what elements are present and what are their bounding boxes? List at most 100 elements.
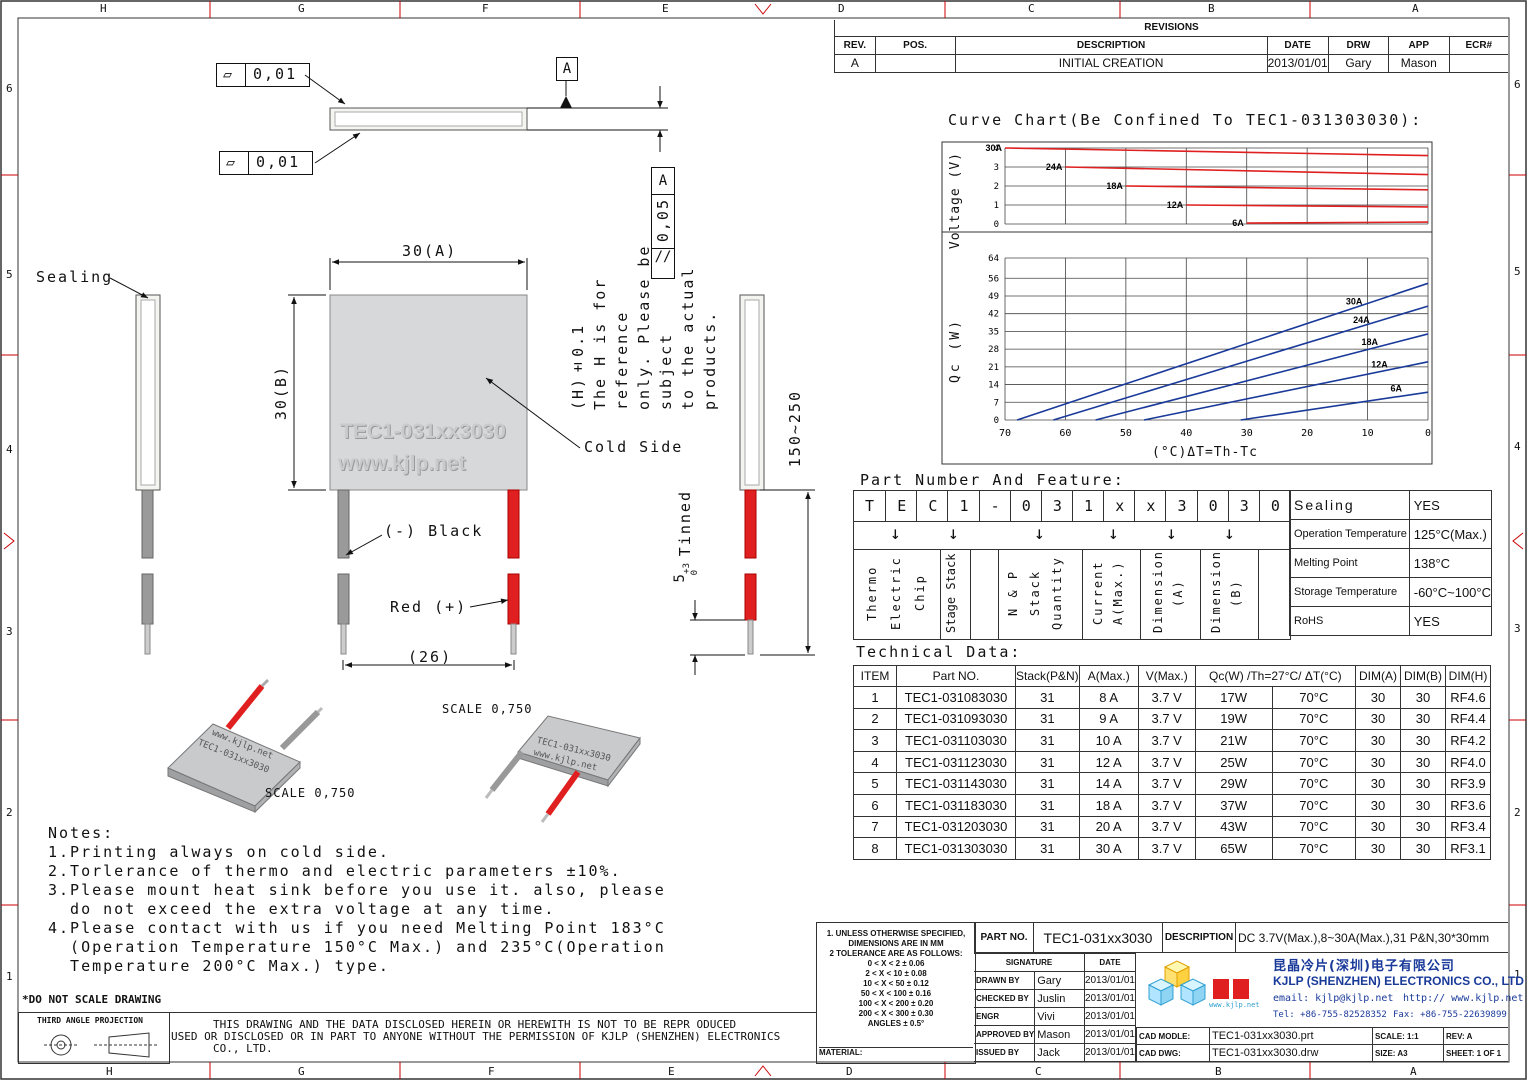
projection-label: THIRD ANGLE PROJECTION (37, 1016, 143, 1025)
col-label-a: A (1412, 2, 1419, 15)
table-cell: 3.7 V (1137, 772, 1196, 795)
table-cell: 2 (853, 707, 897, 731)
rev-header-drw: DRW (1327, 35, 1390, 55)
tech-header: ITEM (853, 665, 897, 687)
tech-header: DIM(B) (1400, 665, 1446, 687)
technical-title: Technical Data: (856, 643, 1022, 661)
voltage-series-label: 18A (1106, 181, 1123, 191)
table-cell: 3.7 V (1137, 729, 1196, 752)
part-number-char: 3 (1165, 491, 1197, 521)
parallel-frame: A 0,05 // (651, 167, 675, 279)
tol-line: 100 < X < 200 ± 0.20 (858, 999, 934, 1008)
company-fax: Fax: +86-755-22639899 (1393, 1010, 1507, 1020)
table-cell: TEC1-031093030 (896, 707, 1016, 731)
table-cell: 31 (1015, 686, 1080, 709)
feature-label-current: Current A(Max.) (1091, 560, 1125, 626)
table-cell: RF3.9 (1445, 772, 1491, 795)
table-cell: 31 (1015, 729, 1080, 752)
dim-height: 30(B) (272, 365, 290, 421)
qc-series-line (1053, 305, 1429, 421)
qc-series-label: 18A (1362, 337, 1379, 347)
table-cell: 70°C (1271, 750, 1357, 774)
signature-header: SIGNATURE (974, 953, 1085, 972)
company-tel: Tel: +86-755-82528352 (1273, 1010, 1387, 1020)
rev-row-ecr (1448, 53, 1508, 73)
table-cell: 30 (1400, 686, 1446, 709)
rev-value: REV: A (1443, 1027, 1508, 1045)
chart-xlabel: (°C)ΔT=Th-Tc (1152, 445, 1258, 460)
table-cell: 30 (1355, 815, 1401, 839)
col-label-c: C (1028, 2, 1035, 15)
cold-side-face (329, 294, 528, 491)
company-logo-icon (1147, 960, 1249, 1006)
flatness-frame-1: ▱ 0,01 (216, 63, 310, 87)
table-cell: 70°C (1271, 772, 1357, 795)
label-sealing: Sealing (36, 268, 114, 286)
table-cell: RF4.2 (1445, 729, 1491, 752)
table-cell: 30 (1355, 686, 1401, 709)
signature-cell: 2013/01/01 (1083, 1025, 1137, 1044)
part-number-char: T (865, 497, 875, 515)
row-label-3: 3 (6, 625, 13, 638)
prop-label-storage: Storage Temperature (1289, 577, 1410, 607)
col-label-d-bottom: D (846, 1065, 853, 1078)
voltage-ylabel: Voltage (V) (948, 152, 963, 250)
watermark-part: TEC1-031xx3030 (340, 420, 506, 443)
technical-data-table: ITEM Part NO. Stack(P&N) A(Max.) V(Max.)… (853, 665, 1491, 860)
feature-label-np: N & P Stack Quantity (1006, 556, 1064, 630)
table-cell: 30 (1355, 793, 1401, 817)
signature-cell: APPROVED BY (974, 1025, 1036, 1044)
x-tick-label: 20 (1301, 428, 1313, 439)
col-label-b: B (1208, 2, 1215, 15)
row-label-1-right: 1 (1514, 968, 1521, 981)
table-cell: 37W (1194, 793, 1273, 817)
dim-lead-spacing: (26) (408, 648, 453, 666)
h-note-line-2: The H is for reference (591, 277, 631, 410)
table-cell: 9 A (1078, 707, 1139, 731)
dim-tinned-tol-zero: 0 (690, 570, 700, 576)
qc-y-tick-label: 14 (988, 381, 999, 391)
qc-y-tick-label: 0 (994, 416, 999, 426)
scale-right: SCALE 0,750 (442, 702, 533, 716)
col-label-d: D (838, 2, 845, 15)
company-http: http:// www.kjlp.net (1403, 993, 1524, 1004)
notes-block: Notes: 1.Printing always on cold side. 2… (48, 824, 666, 976)
table-cell: 3.7 V (1137, 686, 1196, 709)
table-cell: 30 (1400, 837, 1446, 860)
table-cell: RF4.4 (1445, 707, 1491, 731)
tech-header: Part NO. (896, 665, 1016, 687)
table-cell: 30 (1400, 729, 1446, 752)
arrow-down-icon: ↓ (1108, 523, 1119, 544)
logo-url: www.kjlp.net (1209, 1001, 1260, 1009)
table-cell: 31 (1015, 837, 1080, 860)
part-number-char: E (885, 491, 917, 521)
voltage-grid (1004, 147, 1429, 225)
table-cell: 6 (853, 793, 897, 817)
disclaimer-line-2: USED OR DISCLOSED OR IN PART TO ANYONE W… (171, 1030, 781, 1043)
table-cell: 70°C (1271, 837, 1357, 860)
feature-label-dim-b: Dimension (B) (1209, 549, 1243, 633)
voltage-y-tick-label: 3 (994, 163, 999, 173)
row-label-4-right: 4 (1514, 440, 1521, 453)
col-label-a-bottom: A (1410, 1065, 1417, 1078)
col-label-b-bottom: B (1215, 1065, 1222, 1078)
row-label-6-right: 6 (1514, 78, 1521, 91)
signature-cell: 2013/01/01 (1083, 1007, 1137, 1026)
qc-ylabel: Qc (W) (948, 318, 963, 383)
part-no-label: PART NO. (974, 922, 1034, 953)
voltage-y-tick-label: 1 (994, 201, 999, 211)
arrow-down-icon: ↓ (1224, 523, 1235, 544)
h-note-line-1: (H)±0.1 (569, 323, 587, 410)
table-cell: 30 (1400, 815, 1446, 839)
part-number-char: - (978, 491, 1011, 521)
table-cell: 43W (1194, 815, 1273, 839)
table-cell: 30 (1400, 750, 1446, 774)
signature-cell: Gary (1034, 971, 1085, 990)
